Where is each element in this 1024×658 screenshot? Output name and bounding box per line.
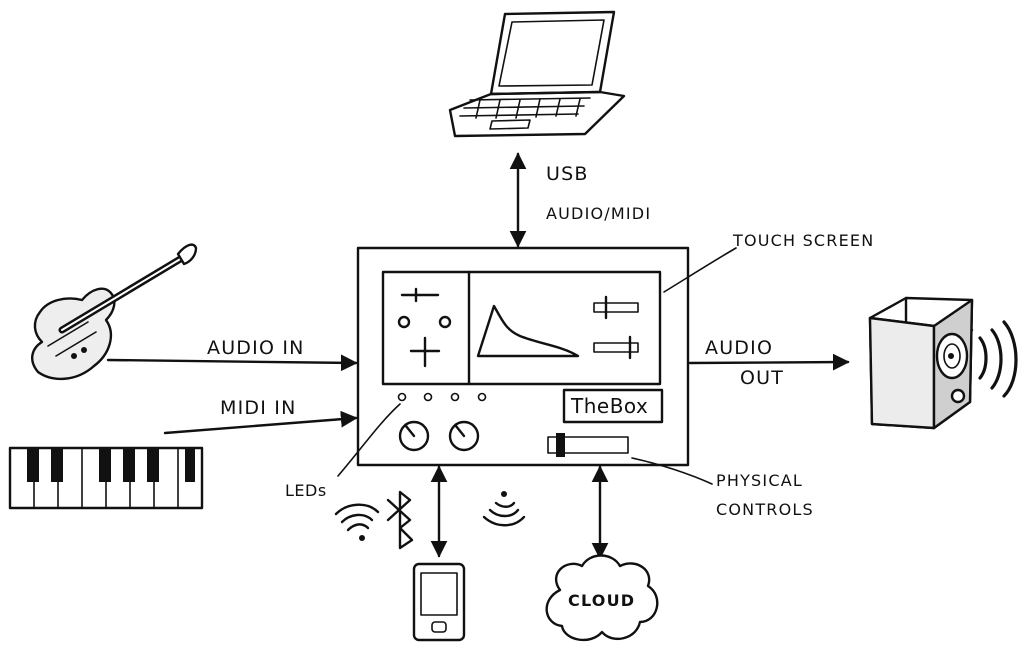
knob-left	[398, 420, 430, 452]
physical-controls-leader	[631, 457, 713, 485]
speaker-icon	[868, 296, 1018, 430]
brand-label: TheBox	[570, 394, 648, 418]
touch-screen	[381, 270, 662, 386]
cloud-icon	[545, 554, 659, 642]
thebox-device	[356, 246, 690, 467]
physical-controls-label: PHYSICAL	[716, 471, 803, 490]
midi-in-label: MIDI IN	[220, 397, 297, 419]
knob-right	[448, 420, 480, 452]
audio-out-arrow	[688, 353, 850, 371]
guitar-icon	[31, 243, 198, 381]
audio-out-label: AUDIO	[705, 337, 773, 359]
cloud-label: CLOUD	[568, 591, 635, 610]
nfc-icon	[482, 491, 526, 527]
usb-label: USB	[546, 163, 589, 185]
audio-in-arrow	[106, 354, 358, 372]
audio-in-label: AUDIO IN	[207, 337, 305, 359]
audio-out-label-2: OUT	[740, 367, 784, 389]
touch-screen-leader	[663, 247, 737, 293]
laptop-icon	[448, 10, 626, 138]
leds	[397, 392, 487, 402]
brand-box	[562, 388, 664, 424]
physical-controls-label-2: CONTROLS	[716, 500, 814, 519]
phone-icon	[412, 562, 466, 642]
leds-label: LEDs	[285, 481, 327, 500]
audio-midi-label: AUDIO/MIDI	[546, 204, 651, 223]
midi-in-arrow	[163, 410, 358, 435]
keyboard-icon	[8, 446, 204, 510]
bluetooth-icon	[386, 490, 414, 550]
leds-leader	[337, 403, 401, 477]
touch-screen-label: TOUCH SCREEN	[732, 231, 874, 250]
wifi-icon	[334, 503, 380, 541]
hardware-slider	[547, 436, 629, 454]
